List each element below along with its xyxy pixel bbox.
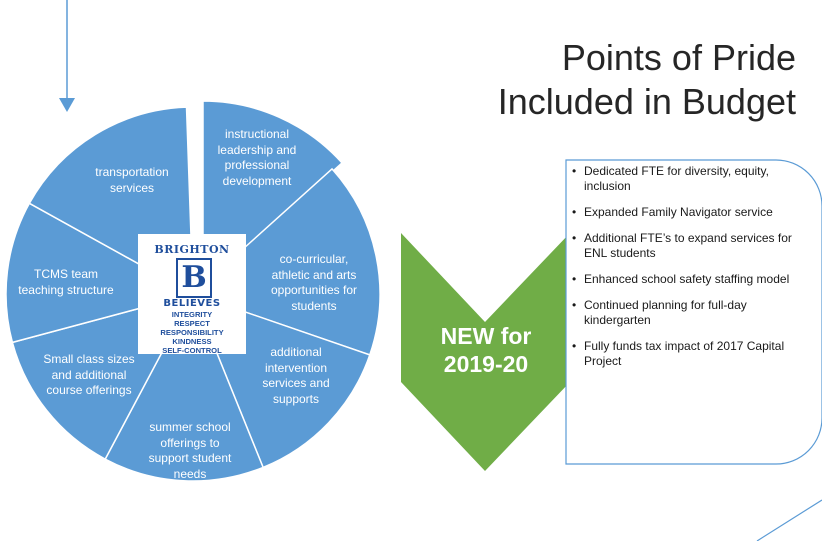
wheel-label-line: transportation: [95, 165, 169, 179]
accent-line: [756, 499, 822, 541]
new-for-line-2: 2019-20: [443, 351, 529, 377]
wheel-label-line: TCMS team: [33, 267, 98, 281]
wheel-label-line: and additional: [51, 367, 127, 382]
brighton-believes-logo: BRIGHTON B BELIEVES INTEGRITY RESPECT RE…: [143, 238, 241, 355]
page-title-line-1: Points of Pride: [561, 37, 796, 78]
wheel-label-line: support student: [148, 451, 232, 465]
wheel-label-line: Small class sizes: [43, 352, 135, 366]
bullet-icon: •: [572, 339, 577, 353]
bullet-icon: •: [572, 231, 577, 245]
wheel-label-line: additional: [270, 345, 322, 359]
logo-value: RESPECT: [174, 319, 210, 328]
new-item-text: Continued planning for full-day kinderga…: [584, 298, 747, 327]
logo-brighton-text: BRIGHTON: [154, 243, 230, 256]
wheel-label-line: students: [291, 298, 337, 313]
wheel-label-line: instructional: [224, 127, 290, 141]
wheel-label-line: co-curricular,: [279, 252, 349, 266]
new-item-text: Fully funds tax impact of 2017 Capital P…: [584, 339, 785, 368]
wheel-label-line: offerings to: [160, 435, 220, 450]
new-item: • Expanded Family Navigator service: [572, 205, 810, 220]
page-title: Points of Pride Included in Budget: [498, 36, 796, 124]
wheel-segment-tcms: [5, 202, 195, 344]
wheel-label-line: services: [109, 180, 154, 195]
logo-value: SELF-CONTROL: [162, 346, 222, 355]
new-chevron: [401, 233, 570, 471]
new-item: • Continued planning for full-day kinderg…: [572, 298, 810, 328]
new-item-text: Enhanced school safety staffing model: [584, 272, 790, 286]
logo-believes-text: BELIEVES: [163, 298, 221, 309]
page-title-line-2: Included in Budget: [497, 81, 796, 122]
new-item: • Enhanced school safety staffing model: [572, 272, 810, 287]
bullet-icon: •: [572, 272, 577, 286]
wheel-label-line: supports: [272, 391, 320, 406]
wheel-label-line: development: [222, 173, 292, 188]
new-item: • Fully funds tax impact of 2017 Capital …: [572, 339, 810, 369]
wheel-segment-summer-school: [104, 292, 265, 482]
wheel-label-line: course offerings: [46, 383, 132, 397]
wheel-label-line: professional: [224, 158, 290, 172]
logo-values: INTEGRITY RESPECT RESPONSIBILITY KINDNES…: [143, 310, 241, 355]
wheel-label-line: teaching structure: [18, 282, 114, 297]
logo-value: KINDNESS: [172, 337, 212, 346]
wheel-label-line: services and: [262, 376, 330, 390]
bullet-icon: •: [572, 205, 577, 219]
new-item-text: Dedicated FTE for diversity, equity, inc…: [584, 164, 769, 193]
logo-value: INTEGRITY: [171, 310, 213, 319]
new-item-text: Expanded Family Navigator service: [584, 205, 773, 219]
new-for-label: NEW for 2019-20: [418, 322, 554, 378]
wheel-label-line: summer school: [149, 420, 231, 434]
wheel-label-line: intervention: [264, 360, 328, 375]
new-items-callout: [565, 159, 822, 465]
new-item-text: Additional FTE’s to expand services for …: [584, 231, 792, 260]
logo-value: RESPONSIBILITY: [160, 328, 224, 337]
wheel-label-line: athletic and arts: [271, 267, 357, 282]
new-items-list: • Dedicated FTE for diversity, equity, in…: [572, 164, 810, 380]
bullet-icon: •: [572, 298, 577, 312]
wheel-label-line: opportunities for: [270, 283, 358, 297]
new-item: • Additional FTE’s to expand services for…: [572, 231, 810, 261]
wheel-label-line: needs: [173, 466, 207, 481]
top-arrow-head: [59, 98, 75, 112]
bullet-icon: •: [572, 164, 577, 178]
wheel-label-line: leadership and: [217, 142, 297, 157]
new-item: • Dedicated FTE for diversity, equity, in…: [572, 164, 810, 194]
new-for-line-1: NEW for: [440, 323, 532, 349]
logo-b-letter: B: [176, 258, 212, 298]
